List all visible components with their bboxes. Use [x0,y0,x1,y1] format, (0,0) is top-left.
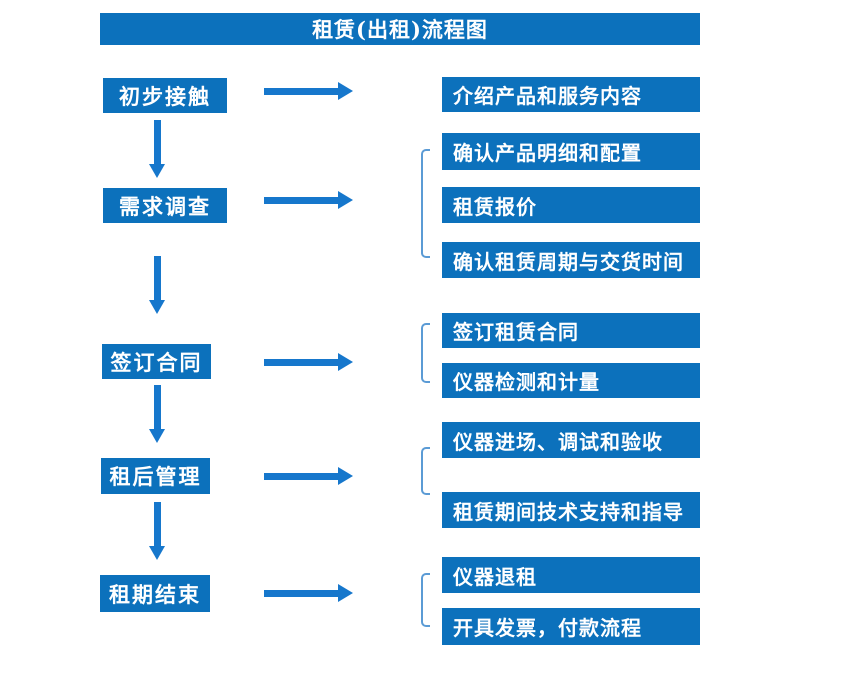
output-label: 介绍产品和服务内容 [453,84,642,108]
flow-arrow-right-icon [264,467,353,485]
output-box-tech-support: 租赁期间技术支持和指导 [442,492,700,528]
output-label: 仪器检测和计量 [453,370,600,394]
output-label: 开具发票，付款流程 [453,616,642,640]
arrow-head [338,191,353,209]
output-box-instrument-entry-acceptance: 仪器进场、调试和验收 [442,422,700,458]
arrow-shaft [264,472,338,480]
output-label: 仪器退租 [453,564,537,589]
output-box-sign-lease-contract: 签订租赁合同 [442,313,700,348]
stage-label: 初步接触 [119,83,211,109]
stage-box-lease-end: 租期结束 [100,575,210,612]
flow-arrow-down-icon [149,120,165,178]
arrow-shaft [153,120,161,164]
output-label: 租赁期间技术支持和指导 [453,499,684,524]
flow-arrow-down-icon [149,256,165,314]
arrow-shaft [153,385,161,429]
flow-arrow-right-icon [264,584,353,602]
output-label: 确认租赁周期与交货时间 [453,249,684,274]
arrow-shaft [153,256,161,300]
flowchart-title-label: 租赁(出租)流程图 [312,17,488,42]
stage-label: 需求调查 [119,193,211,219]
flow-arrow-down-icon [149,502,165,560]
flow-arrow-down-icon [149,385,165,443]
arrow-head [338,467,353,485]
stage-box-demand-survey: 需求调查 [103,188,227,223]
arrow-shaft [264,358,338,366]
stage-box-sign-contract: 签订合同 [102,344,211,379]
group-bracket [421,149,430,258]
arrow-shaft [153,502,161,546]
stage-box-post-lease-management: 租后管理 [101,458,210,494]
output-label: 确认产品明细和配置 [453,141,642,165]
output-box-introduce-products: 介绍产品和服务内容 [442,77,700,112]
group-bracket [421,573,430,627]
output-box-instrument-return: 仪器退租 [442,557,700,593]
output-label: 仪器进场、调试和验收 [453,429,663,454]
arrow-head [149,164,165,178]
group-bracket [421,447,430,495]
arrow-head [338,584,353,602]
output-box-confirm-lease-period: 确认租赁周期与交货时间 [442,242,700,278]
flowchart-title: 租赁(出租)流程图 [100,13,700,45]
output-label: 签订租赁合同 [453,320,579,344]
group-bracket [421,323,430,383]
arrow-head [149,546,165,560]
flow-arrow-right-icon [264,353,353,371]
flow-arrow-right-icon [264,82,353,100]
arrow-head [149,300,165,314]
arrow-shaft [264,589,338,597]
arrow-shaft [264,196,338,204]
output-box-instrument-inspection: 仪器检测和计量 [442,363,700,398]
output-box-invoice-payment: 开具发票，付款流程 [442,608,700,645]
stage-label: 签订合同 [110,349,203,375]
output-label: 租赁报价 [453,194,537,219]
arrow-head [149,429,165,443]
stage-label: 租期结束 [109,581,201,607]
output-box-lease-quote: 租赁报价 [442,187,700,223]
stage-label: 租后管理 [109,464,202,489]
arrow-head [338,82,353,100]
stage-box-initial-contact: 初步接触 [103,78,227,113]
output-box-confirm-product-details: 确认产品明细和配置 [442,133,700,170]
arrow-shaft [264,87,338,95]
arrow-head [338,353,353,371]
flow-arrow-right-icon [264,191,353,209]
